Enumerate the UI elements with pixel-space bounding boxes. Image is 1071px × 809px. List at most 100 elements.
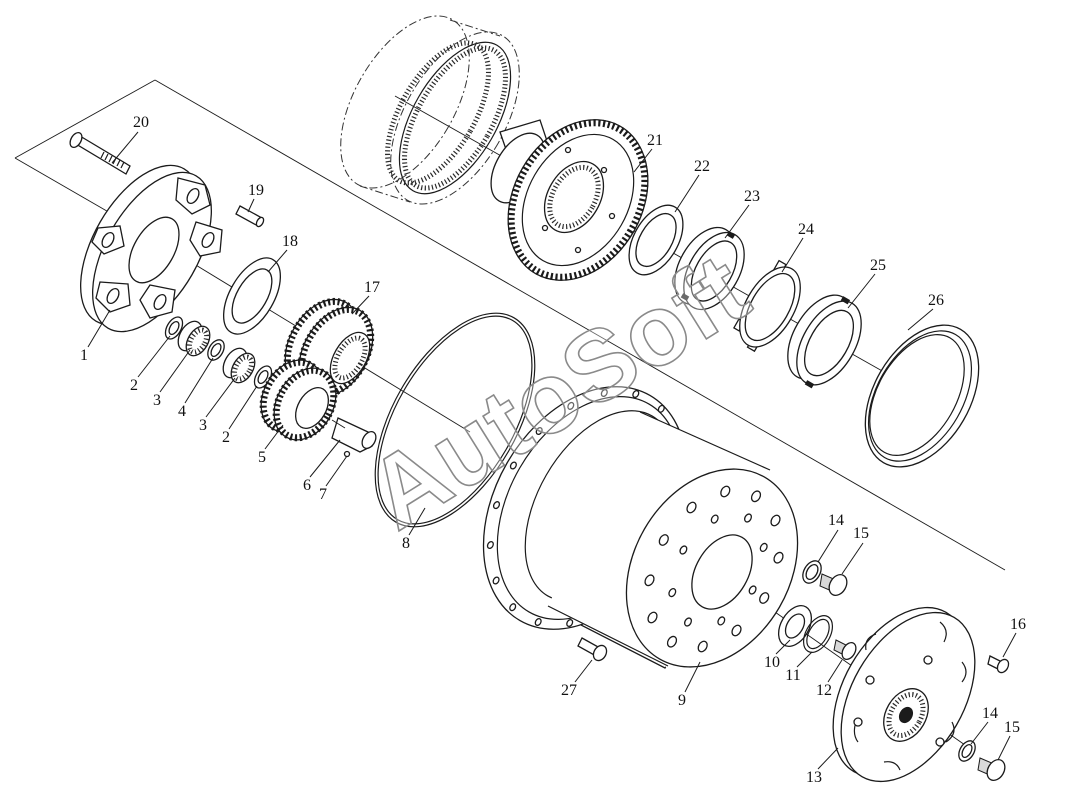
callout-number: 3	[199, 417, 207, 434]
cover-13-scallops	[853, 621, 967, 771]
cover-13-hole	[853, 717, 863, 727]
end-face-hole	[710, 514, 719, 524]
plug-12-head	[841, 641, 857, 661]
end-face-hole	[750, 490, 762, 503]
callout: 14	[970, 705, 998, 745]
end-face-hole	[717, 616, 726, 626]
cover-13-center-hole	[898, 706, 914, 724]
callout: 14	[817, 512, 844, 563]
end-face-hole	[647, 611, 658, 624]
flange-bolt-hole	[657, 404, 665, 413]
carrier-1-pin-hole	[106, 287, 120, 305]
carrier-1-pin-hole	[201, 231, 215, 249]
carrier-1-pin-hole	[153, 293, 167, 311]
callout: 3	[199, 377, 236, 434]
hub-9-bottom-edge	[547, 605, 669, 667]
leader-line	[970, 721, 989, 745]
callout-number: 24	[798, 221, 814, 238]
part-14-seal-washer	[802, 560, 822, 584]
part-15-plug	[819, 573, 848, 596]
callout-number: 19	[248, 182, 264, 199]
washer-2-inner	[168, 320, 180, 336]
hub-9-end-face-holes	[644, 485, 784, 653]
gear-5-teeth	[272, 366, 338, 442]
bolt-27-head	[592, 644, 608, 662]
cover-13-hole	[935, 737, 945, 747]
end-face-hole	[668, 588, 677, 598]
part-16-bolt	[987, 655, 1010, 674]
part-21-sun-gear-hub	[490, 119, 649, 281]
leader-line	[351, 295, 370, 315]
ring-gear-back-edge	[340, 15, 470, 189]
part-3-needle-bearing	[222, 347, 256, 384]
callout: 15	[841, 525, 869, 575]
leader-line	[137, 335, 171, 378]
callout-number: 15	[853, 525, 869, 542]
flange-bolt-hole	[509, 461, 517, 470]
leader-line	[184, 357, 214, 404]
callout: 13	[806, 747, 839, 786]
flange-bolt-hole	[486, 540, 494, 550]
nut-25-slot	[840, 296, 851, 305]
end-face-hole	[720, 485, 731, 498]
washer-2-inner	[257, 369, 269, 385]
cover-13-hole	[865, 675, 875, 685]
spacer-4-inner	[210, 342, 222, 358]
leader-line	[781, 237, 804, 273]
callout-number: 5	[258, 449, 266, 466]
callout: 1	[80, 309, 111, 364]
gear-17-bore	[329, 331, 371, 385]
callout-number: 12	[816, 682, 832, 699]
end-face-hole	[644, 574, 655, 587]
end-face-hole	[773, 551, 784, 564]
plug-15-head	[986, 759, 1006, 781]
callout-number: 4	[178, 403, 186, 420]
callout-number: 27	[561, 682, 577, 699]
nut-25-bore	[803, 309, 855, 377]
part-3-needle-bearing	[177, 320, 211, 357]
part-18-thrust-washer	[222, 257, 282, 335]
leader-line	[684, 661, 701, 693]
callout: 20	[111, 114, 149, 164]
end-face-hole	[744, 513, 752, 523]
flange-bolt-hole	[567, 401, 575, 410]
callout: 27	[561, 659, 593, 699]
leader-line	[228, 385, 258, 430]
plug-15-head	[828, 574, 848, 596]
part-6-shaft	[331, 417, 377, 453]
callout: 17	[351, 279, 380, 315]
seal-26-lip	[867, 330, 973, 462]
callout-number: 13	[806, 769, 822, 786]
leader-line	[111, 131, 139, 164]
callout-number: 23	[744, 188, 760, 205]
end-face-hole	[658, 534, 669, 546]
part-5-planet-gear	[259, 358, 338, 442]
ring-gear-bottom-edge	[359, 185, 411, 203]
leader-line	[264, 424, 284, 450]
callout-number: 14	[828, 512, 844, 529]
seal-washer-14-inner	[805, 563, 819, 581]
gear-5-bore	[294, 387, 330, 429]
part-9-wheel-hub	[482, 386, 799, 669]
callout: 10	[764, 639, 791, 671]
callout: 5	[258, 424, 284, 466]
washer-22-inner	[635, 212, 677, 268]
part-25-round-nut	[787, 294, 862, 389]
leader-line	[674, 174, 700, 213]
ring-gear-internal-teeth	[402, 45, 508, 191]
callout-number: 21	[647, 132, 663, 149]
seal-washer-14-inner	[961, 743, 973, 759]
callout: 6	[303, 439, 341, 494]
callout-number: 26	[928, 292, 944, 309]
callout: 11	[785, 651, 813, 684]
pin-19-end	[255, 216, 265, 228]
part-23-slotted-nut	[674, 226, 745, 311]
callout-number: 9	[678, 692, 686, 709]
end-face-hole	[697, 640, 708, 653]
part-13-end-cover	[832, 606, 976, 783]
gear-21-internal-spline	[547, 164, 601, 230]
frame-line-top-left	[14, 79, 156, 159]
part-26-seal-ring	[864, 324, 980, 468]
